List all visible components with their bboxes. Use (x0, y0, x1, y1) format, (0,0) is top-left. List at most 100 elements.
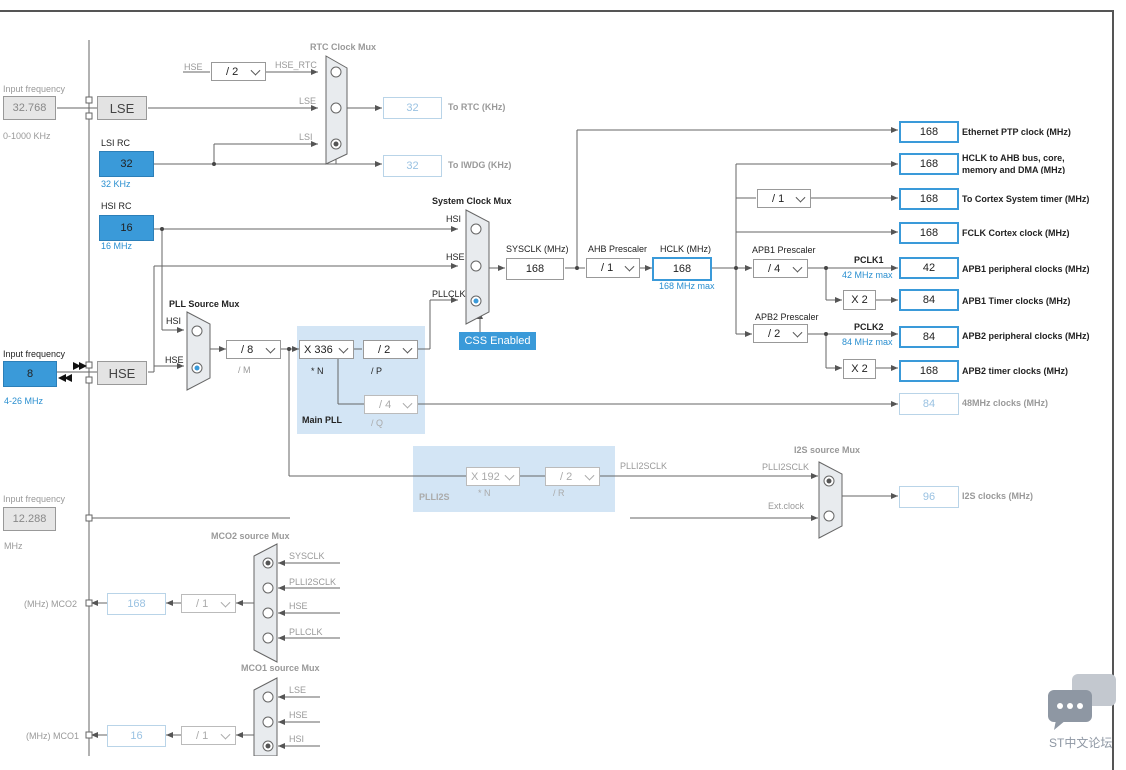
hclk-input[interactable]: 168 (652, 257, 712, 281)
ext-input-title: Input frequency (3, 494, 66, 504)
mco1-in-hsi: HSI (289, 734, 305, 744)
apb1-prescaler-label: APB1 Prescaler (752, 245, 816, 255)
ahb-prescaler-value: / 1 (601, 262, 614, 274)
rtc-hse-rtc-label: HSE_RTC (275, 60, 317, 70)
chevron-down-icon (338, 343, 349, 354)
hse-input-range: 4-26 MHz (4, 396, 44, 406)
pll-n-value: X 336 (304, 343, 333, 356)
rtc-output-value: 32 (383, 97, 442, 119)
apb2-peripheral-label: APB2 peripheral clocks (MHz) (962, 331, 1090, 341)
sysmux-hsi-label: HSI (446, 214, 462, 224)
hclk-ahb-label-2: memory and DMA (MHz) (962, 165, 1066, 174)
hclk-ahb-value: 168 (899, 153, 959, 175)
pclk2-label: PCLK2 (854, 322, 884, 332)
pll-m-label: / M (238, 365, 251, 375)
chevron-down-icon (402, 398, 413, 409)
pll-n-label: * N (311, 366, 324, 376)
lsi-title: LSI RC (101, 138, 131, 148)
hse-oscillator[interactable]: HSE (97, 361, 147, 385)
hclk-label: HCLK (MHz) (660, 244, 711, 254)
rtc-lsi-in-label: LSI (299, 132, 313, 142)
pll-p-divider[interactable]: / 2 (363, 340, 418, 359)
mco2-in-plli2sclk: PLLI2SCLK (289, 577, 337, 587)
apb2-peripheral-value: 84 (899, 326, 959, 348)
pclk2-max: 84 MHz max (842, 337, 893, 347)
chevron-down-icon (504, 470, 515, 481)
rtc-hse-divider[interactable]: / 2 (211, 62, 266, 81)
pll-q-divider[interactable]: / 4 (364, 395, 418, 414)
chevron-down-icon (402, 343, 413, 354)
apb1-timer-multiplier: X 2 (843, 290, 876, 310)
ahb-prescaler-select[interactable]: / 1 (586, 258, 640, 278)
pll-n-multiplier[interactable]: X 336 (299, 340, 354, 359)
hclk-max: 168 MHz max (659, 281, 715, 291)
pll-q-label: / Q (371, 418, 384, 428)
apb2-prescaler-label: APB2 Prescaler (755, 312, 819, 322)
mco2-in-pllclk: PLLCLK (289, 627, 323, 637)
lse-oscillator[interactable]: LSE (97, 96, 147, 120)
iwdg-output-label: To IWDG (KHz) (448, 160, 512, 170)
sysclk-label: SYSCLK (MHz) (506, 244, 569, 254)
mco2-divider-value: / 1 (196, 597, 209, 610)
ext-input-unit: MHz (4, 541, 23, 551)
pll-m-divider[interactable]: / 8 (226, 340, 281, 359)
apb2-prescaler-value: / 2 (768, 327, 781, 340)
rtc-hse-label: HSE (184, 62, 203, 72)
systick-divider-value: / 1 (772, 192, 785, 205)
chevron-down-icon (624, 261, 635, 272)
apb1-prescaler-value: / 4 (768, 262, 781, 275)
sysclk-value: 168 (506, 258, 564, 280)
diagram-frame (0, 10, 1114, 770)
css-enabled-button[interactable]: CSS Enabled (459, 332, 536, 350)
chevron-down-icon (792, 262, 803, 273)
main-pll-label: Main PLL (302, 415, 342, 425)
plli2s-r-value: / 2 (560, 470, 573, 483)
apb2-prescaler-select[interactable]: / 2 (753, 324, 808, 343)
rtc-output-label: To RTC (KHz) (448, 102, 506, 112)
apb1-prescaler-select[interactable]: / 4 (753, 259, 808, 278)
plli2s-r-divider[interactable]: / 2 (545, 467, 600, 486)
forum-chat-icon (1048, 674, 1116, 730)
systick-label: To Cortex System timer (MHz) (962, 194, 1090, 204)
lse-input-frequency[interactable]: 32.768 (3, 96, 56, 120)
usb-48mhz-label: 48MHz clocks (MHz) (962, 398, 1049, 408)
watermark-text: ST中文论坛 (1049, 736, 1113, 750)
ethernet-ptp-value: 168 (899, 121, 959, 143)
mco2-value: 168 (107, 593, 166, 615)
apb1-timer-value: 84 (899, 289, 959, 311)
pll-src-hse-label: HSE (165, 355, 184, 365)
mco2-pin-label: (MHz) MCO2 (24, 599, 77, 609)
mco2-in-hse: HSE (289, 601, 308, 611)
ext-input-frequency[interactable]: 12.288 (3, 507, 56, 531)
pll-src-hsi-label: HSI (166, 316, 182, 326)
plli2sclk-wire-label: PLLI2SCLK (620, 461, 668, 471)
mco1-value: 16 (107, 725, 166, 747)
hsi-unit: 16 MHz (101, 241, 133, 251)
i2s-in-plli2sclk: PLLI2SCLK (762, 462, 810, 472)
chevron-down-icon (584, 470, 595, 481)
rtc-hse-divider-value: / 2 (226, 65, 239, 78)
hclk-ahb-label: HCLK to AHB bus, core, (962, 153, 1065, 163)
mco1-divider[interactable]: / 1 (181, 726, 236, 745)
mco1-pin-label: (MHz) MCO1 (26, 731, 79, 741)
apb1-peripheral-value: 42 (899, 257, 959, 279)
i2s-clock-value: 96 (899, 486, 959, 508)
rtc-mux-title: RTC Clock Mux (310, 42, 377, 52)
apb2-timer-multiplier: X 2 (843, 359, 876, 379)
mco2-mux-title: MCO2 source Mux (211, 531, 290, 541)
pll-m-value: / 8 (241, 343, 254, 356)
hsi-title: HSI RC (101, 201, 132, 211)
plli2s-n-multiplier[interactable]: X 192 (466, 467, 520, 486)
pll-source-mux-title: PLL Source Mux (169, 299, 240, 309)
plli2s-label: PLLI2S (419, 492, 450, 502)
i2s-clock-label: I2S clocks (MHz) (962, 491, 1034, 501)
chevron-down-icon (265, 343, 276, 354)
mco1-in-lse: LSE (289, 685, 307, 695)
sysmux-hse-label: HSE (446, 252, 465, 262)
mco2-divider[interactable]: / 1 (181, 594, 236, 613)
mco1-divider-value: / 1 (196, 729, 209, 742)
fclk-value: 168 (899, 222, 959, 244)
systick-divider[interactable]: / 1 (757, 189, 811, 208)
pclk1-label: PCLK1 (854, 255, 884, 265)
hse-input-frequency[interactable]: 8 (3, 361, 57, 387)
